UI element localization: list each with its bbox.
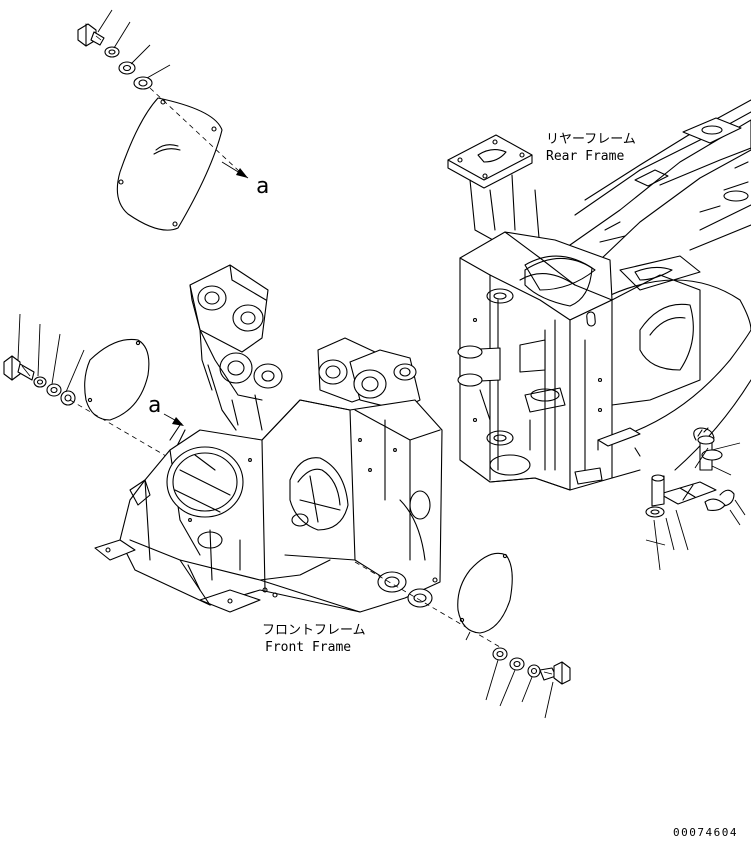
rear-frame-body: [457, 231, 641, 491]
left-washer-3: [60, 390, 76, 406]
drawing-number: 00074604: [673, 826, 738, 839]
right-washer-2: [509, 657, 525, 671]
top-bolt: [77, 23, 105, 47]
right-bolt: [539, 661, 571, 685]
lock-bar-assembly: [645, 427, 746, 571]
rear-frame-label-jp: リヤーフレーム: [546, 132, 636, 147]
front-left-cover-assembly: a: [3, 313, 216, 471]
top-washer-1: [104, 46, 120, 58]
front-left-tower: [189, 264, 283, 431]
rear-frame: リヤーフレーム Rear Frame: [447, 99, 751, 491]
top-cover-assembly: a: [77, 9, 269, 231]
ref-label-a-cover: a: [256, 174, 269, 199]
front-frame-body: [94, 399, 443, 613]
front-frame-label-jp: フロントフレーム: [262, 623, 366, 638]
front-mid-tower: [317, 337, 421, 411]
front-right-cover-assembly: [354, 552, 571, 719]
rear-side-opening: [611, 255, 701, 406]
right-washer-1: [492, 647, 508, 661]
top-washer-2: [118, 61, 136, 75]
front-frame-label-en: Front Frame: [265, 640, 351, 655]
right-washer-3: [527, 664, 541, 678]
ref-label-a-frame: a: [148, 393, 161, 418]
left-washer-2: [46, 383, 62, 397]
front-frame: フロントフレーム Front Frame: [94, 264, 443, 655]
top-washer-3: [133, 76, 153, 90]
rear-lock-bracket: [574, 427, 641, 485]
right-cover-disc: [457, 552, 513, 634]
top-cover-plate: [116, 97, 223, 231]
rear-frame-label-en: Rear Frame: [546, 149, 624, 164]
rear-top-mount: [682, 117, 749, 202]
left-washer-1: [33, 376, 47, 388]
left-bolt: [3, 355, 35, 381]
left-cover-disc: [84, 338, 150, 421]
